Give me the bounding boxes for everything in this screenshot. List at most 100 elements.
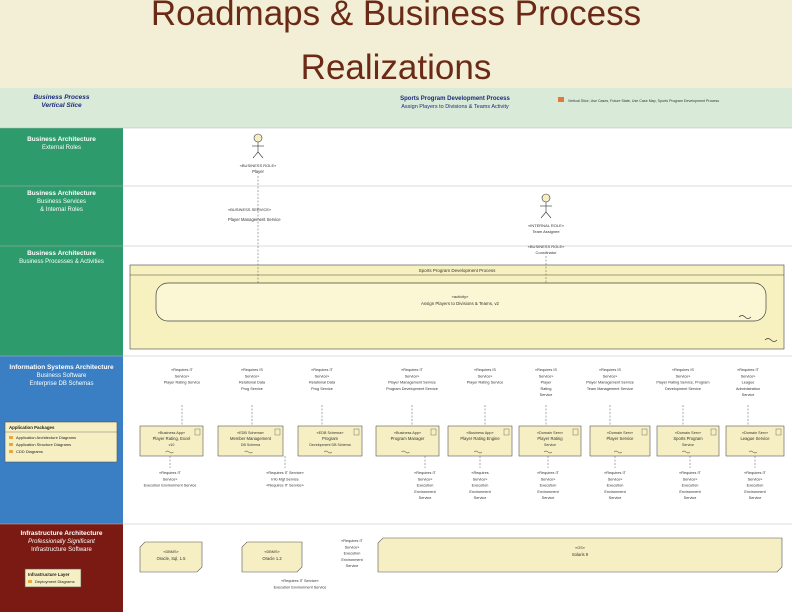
- rake-icon: [613, 450, 623, 454]
- activity-name: Assign Players to Divisions & Teams, v2: [421, 301, 500, 306]
- requires-bottom-2-line-1: «Requires IT Service»: [266, 471, 304, 475]
- team-assignee-actor-icon: [541, 193, 551, 203]
- app-component-5: «Business App»Player Rating Engine: [447, 425, 513, 457]
- requires-bottom-3: «Requires ITService»ExecutionEnvironment…: [414, 456, 437, 500]
- requires-top-4-line-4: Program Development Service: [386, 387, 438, 391]
- requires-top-6-line-3: Player: [541, 381, 552, 385]
- app-component-8-name: Sports Program: [673, 436, 703, 441]
- lane-infra-arch: Infrastructure Architecture Professional…: [0, 524, 123, 612]
- rake-icon: [748, 450, 758, 454]
- rake-icon: [401, 450, 410, 454]
- legend-infra-title: Infrastructure Layer: [28, 572, 70, 577]
- requires-bottom-8-line-1: «Requires IT: [744, 471, 766, 475]
- infra-component-2: «DBMS»Oracle 1.2: [241, 541, 303, 573]
- requires-top-9-line-5: Service: [742, 393, 755, 397]
- requires-bottom-6-line-1: «Requires IT: [604, 471, 626, 475]
- app-component-1-stereo: «Business App»: [158, 431, 185, 435]
- player-mgmt-stereo: «BUSINESS SERVICE»: [228, 207, 272, 212]
- app-component-6-stereo: «Domain Serv»: [537, 431, 563, 435]
- requires-top-9-line-4: Administration: [736, 387, 760, 391]
- app-component-6-ver: Service: [544, 443, 556, 447]
- requires-infra-2-line-1: «Requires IT Service»: [281, 579, 319, 583]
- app-component-7-stereo: «Domain Serv»: [607, 431, 633, 435]
- requires-top-6-line-5: Service: [540, 393, 553, 397]
- role-note-stereo: «BUSINESS ROLE»: [528, 244, 565, 249]
- component-icon: [274, 428, 281, 436]
- requires-top-4-line-1: «Requires IT: [401, 368, 423, 372]
- lane-is-arch-title: Information Systems Architecture: [9, 364, 114, 371]
- requires-top-4-line-3: Player Management Service: [388, 381, 436, 385]
- activity-box: [155, 282, 767, 322]
- requires-infra-1-line-2: Service»: [345, 545, 360, 549]
- requires-bottom-6-line-5: Service: [609, 496, 622, 500]
- requires-bottom-7-line-1: «Requires IT: [679, 471, 701, 475]
- lane-biz-arch-1-sub: External Roles: [41, 145, 82, 151]
- requires-bottom-4-line-1: «Requires: [471, 471, 488, 475]
- app-component-box: [217, 425, 284, 457]
- requires-bottom-4-line-3: Execution: [472, 484, 489, 488]
- component-icon: [353, 428, 360, 436]
- player-stereo: «BUSINESS ROLE»: [240, 163, 277, 168]
- legend-app-icon-2: [9, 443, 13, 446]
- requires-top-8-line-4: Development Service: [665, 387, 701, 391]
- requires-bottom-8-line-5: Service: [749, 496, 762, 500]
- legend-app-packages: Application Packages Application Archite…: [4, 421, 118, 463]
- requires-bottom-2-line-3: «Requires IT Service»: [266, 484, 304, 488]
- infra-component-3: «OS»Solaris 9: [377, 537, 783, 573]
- requires-bottom-5-line-4: Environment: [537, 490, 559, 494]
- requires-bottom-6-line-3: Execution: [607, 484, 624, 488]
- infra-component-2-name: Oracle 1.2: [262, 556, 282, 561]
- legend-infra-item-1: Deployment Diagrams: [35, 579, 75, 584]
- legend-app-item-1: Application Architecture Diagrams: [16, 435, 76, 440]
- requires-top-6-line-2: Service»: [539, 374, 554, 378]
- requires-top-1-line-1: «Requires IT: [171, 368, 193, 372]
- requires-top-9-line-2: Service»: [741, 374, 756, 378]
- requires-bottom-8-line-2: Service»: [748, 477, 763, 481]
- left-title-1: Business Process: [33, 94, 90, 101]
- lane-biz-arch-2-sub1: Business Services: [36, 199, 87, 205]
- component-icon: [430, 428, 437, 436]
- center-title-1: Sports Program Development Process: [400, 96, 510, 102]
- rake-icon: [681, 450, 691, 454]
- requires-infra-1-line-3: Execution: [344, 552, 361, 556]
- app-component-4-name: Program Manager: [391, 436, 425, 441]
- node-box: [377, 537, 783, 573]
- app-component-box: [656, 425, 720, 457]
- app-component-2-ver: DB Schema: [241, 443, 260, 447]
- requires-top-8-line-3: Player Rating Service, Program: [656, 381, 709, 385]
- lane-biz-arch-processes: Business Architecture Business Processes…: [0, 246, 123, 356]
- app-component-box: [139, 425, 204, 457]
- requires-bottom-7: «Requires ITService»ExecutionEnvironment…: [679, 456, 702, 500]
- requires-top-2-line-1: «Requires IS: [241, 368, 263, 372]
- requires-bottom-3-line-2: Service»: [418, 477, 433, 481]
- component-icon: [194, 428, 201, 436]
- requires-bottom-1-line-1: «Requires IT: [159, 471, 181, 475]
- requires-bottom-7-line-5: Service: [684, 496, 697, 500]
- frame-rake-icon: [764, 338, 778, 342]
- lane-biz-arch-external: Business Architecture External Roles: [0, 128, 123, 186]
- requires-infra-1-line-1: «Requires IT: [341, 539, 363, 543]
- requires-top-9: «Requires ITService»LeagueAdministration…: [736, 368, 760, 426]
- requires-top-6-line-1: «Requires IS: [535, 368, 557, 372]
- player-mgmt-name: Player Management Service: [228, 217, 281, 222]
- app-component-2-stereo: «EDB Schema»: [237, 431, 264, 435]
- lane-infra-arch-sub2: Infrastructure Software: [31, 547, 92, 553]
- legend-app-item-3: CDD Diagrams: [16, 449, 43, 454]
- requires-bottom-2: «Requires IT Service»Info Mgt Service«Re…: [266, 456, 304, 488]
- lane-biz-arch-2-title: Business Architecture: [27, 190, 96, 197]
- requires-top-7-line-1: «Requires IS: [599, 368, 621, 372]
- requires-top-9-line-3: League: [742, 381, 755, 385]
- requires-top-group: «Requires IT Service» Player Rating Servic…: [164, 368, 760, 426]
- rake-icon: [244, 450, 253, 454]
- app-component-4-stereo: «Business App»: [394, 431, 421, 435]
- app-component-box: [375, 425, 440, 457]
- legend-infra-icon-1: [28, 580, 32, 583]
- slide-title-line-2: Realizations: [300, 48, 492, 87]
- team-assignee-name: Team Assignee: [532, 229, 560, 234]
